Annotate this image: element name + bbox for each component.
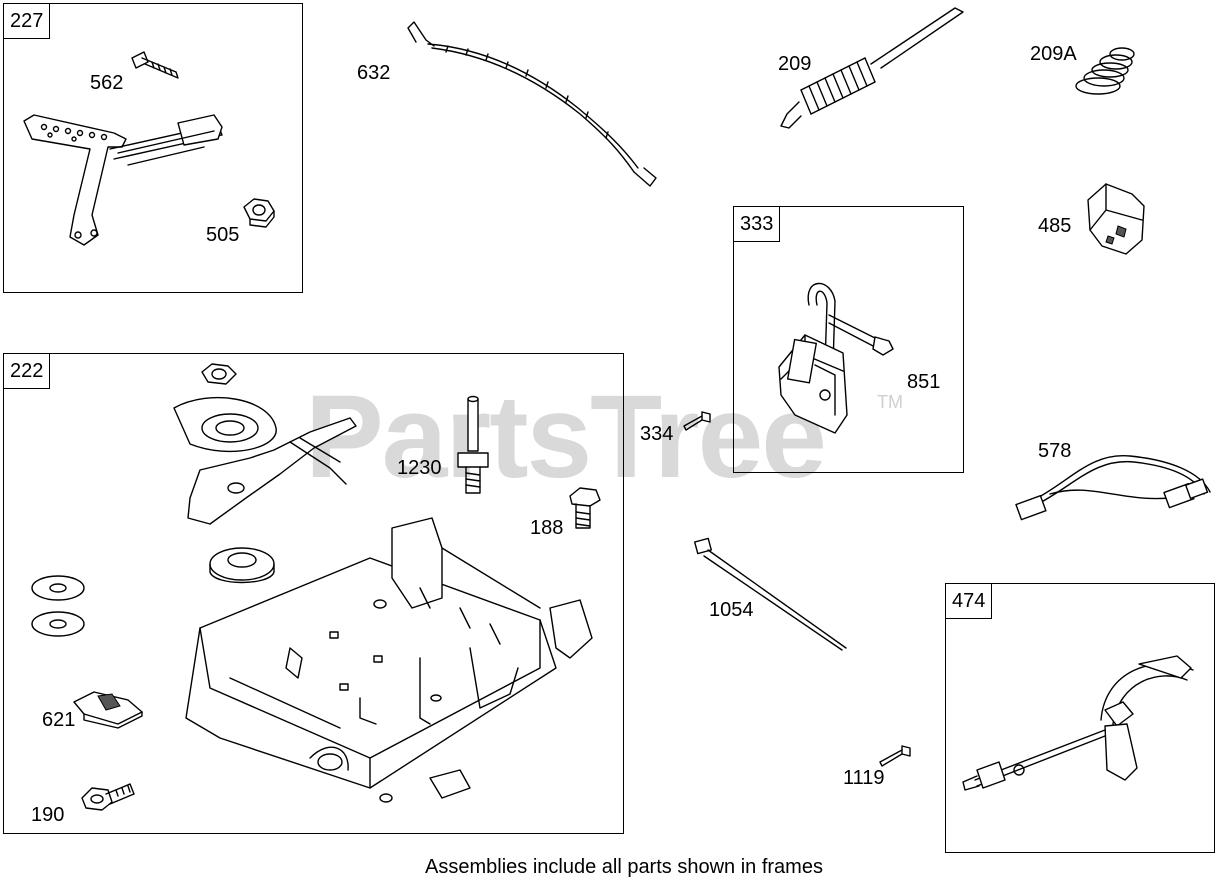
callout-851: 851	[907, 371, 941, 393]
part-209-spring-drawing	[780, 7, 964, 129]
frame-label-222: 222	[4, 354, 51, 389]
callout-1230: 1230	[397, 457, 442, 479]
part-190-bolt-drawing	[81, 783, 135, 811]
frame-333: 333	[733, 206, 964, 473]
callout-621: 621	[42, 709, 76, 731]
part-209a-spring-drawing	[1075, 47, 1135, 95]
part-474-assembly-drawing	[962, 655, 1194, 791]
callout-1054: 1054	[709, 599, 754, 621]
part-222-ring-drawing	[209, 547, 275, 584]
callout-562: 562	[90, 72, 124, 94]
footer-note: Assemblies include all parts shown in fr…	[425, 856, 823, 878]
callout-632: 632	[357, 62, 391, 84]
part-227-lever-drawing	[23, 114, 223, 246]
callout-190: 190	[31, 804, 65, 826]
part-1230-stud-drawing	[457, 395, 489, 494]
frame-label-227: 227	[4, 4, 51, 39]
part-188-bolt-drawing	[569, 487, 601, 529]
part-621-clip-drawing	[73, 691, 143, 729]
frame-227: 227	[3, 3, 303, 293]
callout-188: 188	[530, 517, 564, 539]
part-505-nut-drawing	[243, 198, 275, 228]
callout-1119: 1119	[843, 767, 885, 789]
part-1119-screw-drawing	[879, 745, 911, 767]
callout-485: 485	[1038, 215, 1072, 237]
frame-label-333: 333	[734, 207, 781, 242]
part-222-nut-drawing	[201, 363, 237, 385]
callout-505: 505	[206, 224, 240, 246]
part-334-screw-drawing	[683, 411, 711, 431]
part-578-harness-drawing	[1015, 455, 1211, 521]
part-632-link-drawing	[407, 21, 657, 187]
part-222-base-plate-drawing	[185, 517, 593, 803]
trademark-symbol: TM	[877, 392, 903, 412]
partstree-watermark: PartsTree	[305, 371, 827, 503]
part-1054-tie-drawing	[693, 537, 847, 651]
part-222-washers-drawing	[31, 575, 85, 637]
part-485-block-drawing	[1087, 183, 1145, 255]
callout-209a: 209A	[1030, 43, 1077, 65]
callout-578: 578	[1038, 440, 1072, 462]
part-562-bolt-drawing	[131, 51, 179, 79]
part-222-bracket-drawing	[173, 396, 357, 525]
frame-474: 474	[945, 583, 1215, 853]
callout-209: 209	[778, 53, 812, 75]
part-333-armature-drawing	[778, 282, 894, 434]
callout-334: 334	[640, 423, 674, 445]
frame-222: 222	[3, 353, 624, 834]
frame-label-474: 474	[946, 584, 993, 619]
